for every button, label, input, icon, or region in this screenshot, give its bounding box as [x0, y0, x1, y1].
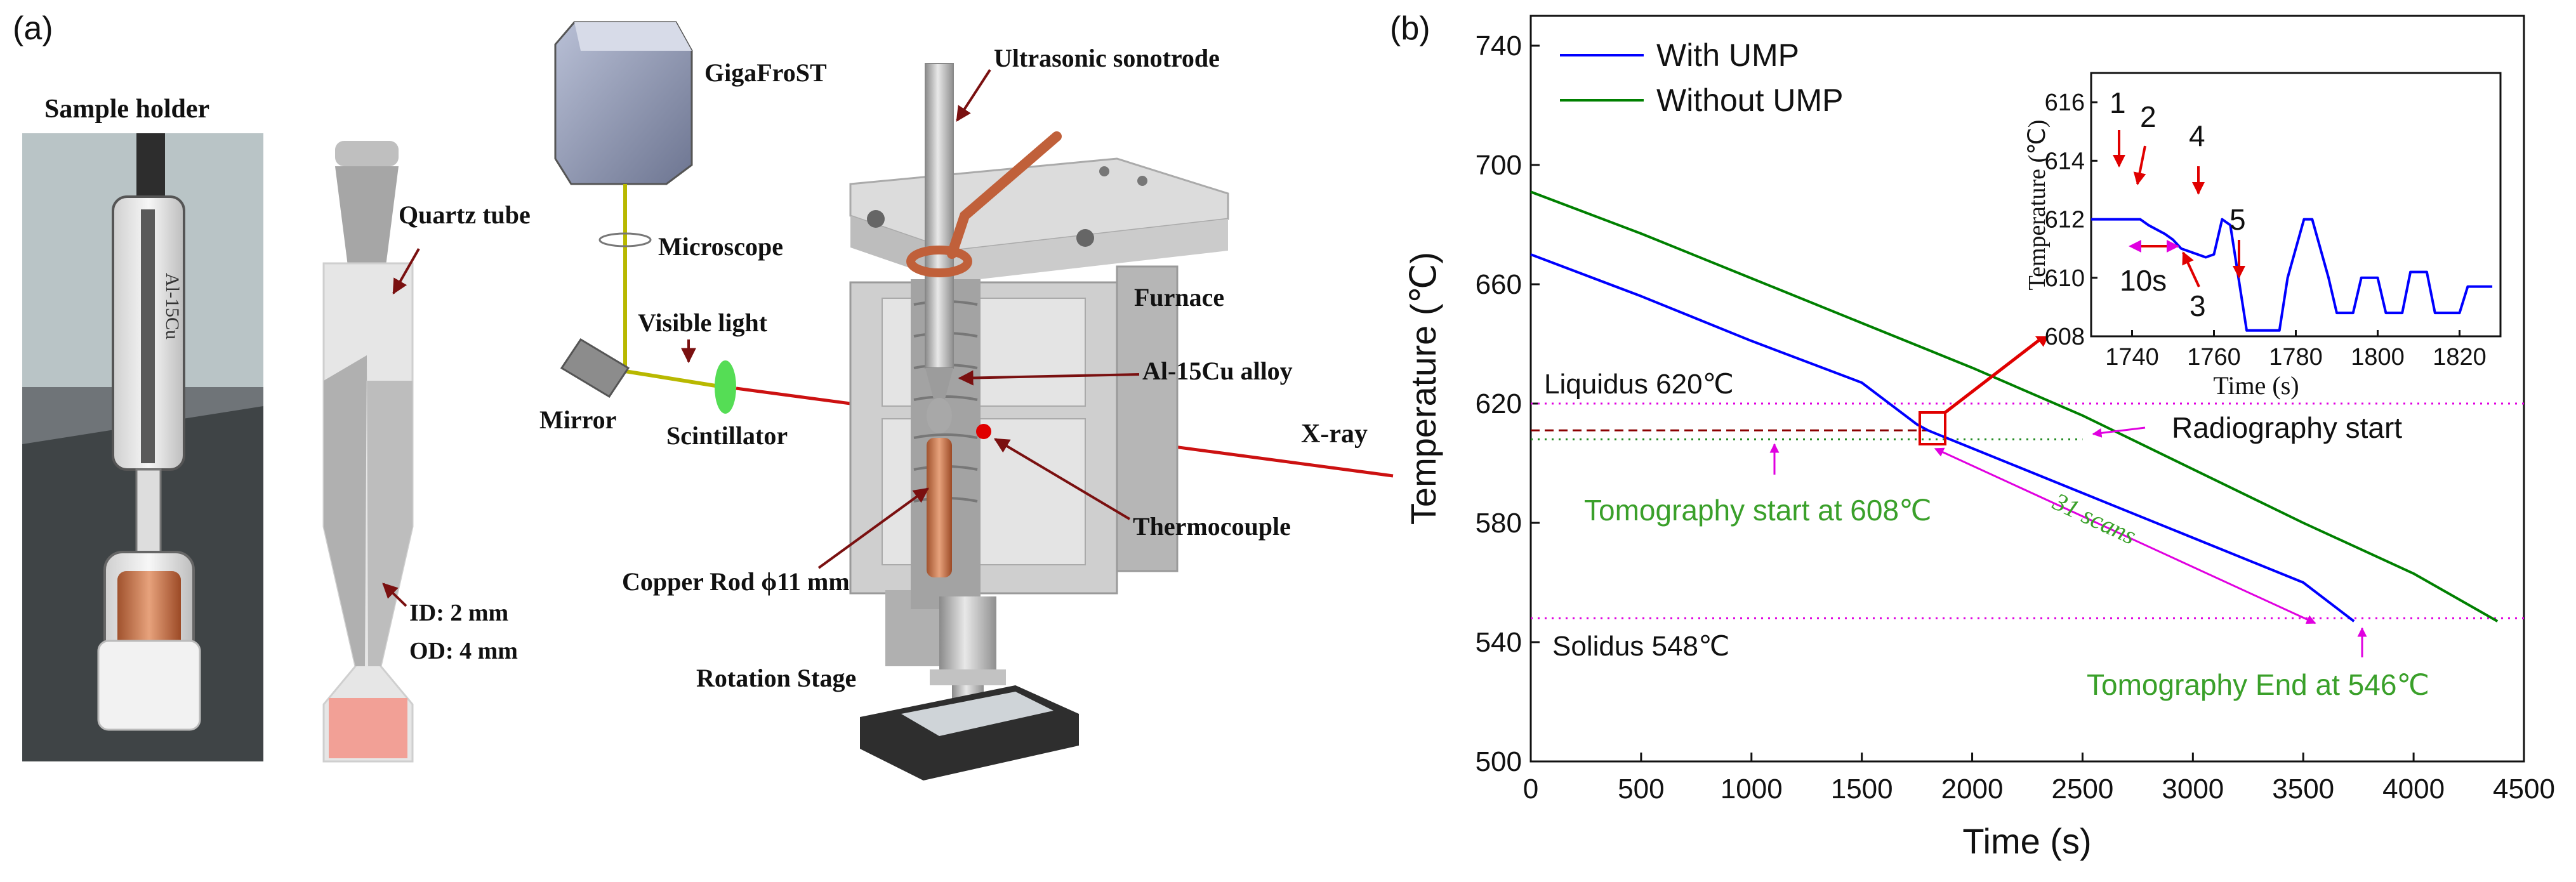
inset-chart: 1740 1760 1780 1800 1820 608 610 612 614 616 Tim…	[2024, 60, 2502, 400]
radiography-start-label: Radiography start	[2172, 411, 2402, 444]
panel-b-label: (b)	[1390, 10, 1430, 47]
zoom-highlight-arrow	[1944, 331, 2051, 414]
quartz-tube-schematic	[322, 141, 414, 763]
tomography-end-label: Tomography End at 546℃	[2087, 668, 2429, 701]
furnace-label: Furnace	[1134, 283, 1224, 312]
quartz-tube-arrow	[392, 248, 420, 295]
furnace-assembly	[849, 63, 1229, 780]
main-x-tick-label: 2000	[1941, 773, 2004, 805]
panel-a-label: (a)	[13, 10, 53, 47]
inset-y-tick-label: 608	[2045, 324, 2085, 350]
camera-label: GigaFroST	[704, 58, 827, 87]
main-y-tick-label: 580	[1476, 508, 1522, 539]
inset-x-tick-label: 1780	[2269, 344, 2323, 371]
inset-y-ticks: 608 610 612 614 616	[2045, 89, 2097, 350]
main-x-tick-label: 2500	[2051, 773, 2113, 805]
marker-2-arrow	[2133, 145, 2146, 185]
photo-title: Sample holder	[44, 95, 209, 124]
tube-od-label: OD: 4 mm	[409, 638, 518, 664]
inset-x-tick-label: 1800	[2351, 344, 2405, 371]
main-y-tick-label: 660	[1476, 269, 1522, 300]
main-x-tick-label: 1500	[1831, 773, 1893, 805]
inset-x-tick-label: 1740	[2105, 344, 2159, 371]
inset-series	[2091, 218, 2493, 332]
thermocouple-arrow	[993, 438, 1131, 520]
main-x-tick-label: 4500	[2493, 773, 2555, 805]
photo-tube-text: Al-15Cu	[162, 273, 183, 339]
scans-span-arrow	[1934, 447, 2316, 624]
inset-y-tick-label: 614	[2045, 148, 2085, 174]
solidus-label: Solidus 548℃	[1552, 631, 1729, 662]
inset-series-line	[2091, 218, 2493, 332]
marker-5-label: 5	[2229, 203, 2246, 236]
camera-icon	[554, 21, 693, 185]
tube-id-arrow	[382, 583, 407, 607]
sample-holder-photo: Al-15Cu	[22, 133, 263, 761]
legend-label-without-ump: Without UMP	[1656, 82, 1844, 118]
main-x-axis-label: Time (s)	[1962, 821, 2091, 861]
inset-y-tick-label: 610	[2045, 265, 2085, 292]
sonotrode-arrow	[956, 69, 991, 122]
main-y-tick-label: 620	[1476, 388, 1522, 419]
marker-3-arrow	[2182, 251, 2200, 287]
microscope-lens	[598, 232, 652, 247]
alloy-arrow	[958, 370, 1140, 386]
marker-2-label: 2	[2140, 100, 2157, 133]
copper-rod-label: Copper Rod ϕ11 mm	[622, 567, 850, 596]
main-y-tick-label: 540	[1476, 627, 1522, 658]
scintillator-label: Scintillator	[666, 421, 788, 450]
marker-3-label: 3	[2190, 289, 2206, 322]
main-x-ticks: 0 500 1000 1500 2000 2500 3000 3500 4000 4500	[1523, 753, 2555, 805]
inset-y-tick-label: 612	[2045, 207, 2085, 234]
main-x-tick-label: 3500	[2272, 773, 2334, 805]
alloy-label: Al-15Cu alloy	[1142, 357, 1293, 385]
interval-label: 10s	[2120, 264, 2167, 297]
scans-label: 31 scans	[2048, 487, 2141, 550]
marker-1-label: 1	[2110, 86, 2126, 119]
main-y-axis-label: Temperature (℃)	[1403, 252, 1443, 525]
microscope-label: Microscope	[658, 232, 783, 261]
marker-4-label: 4	[2189, 119, 2205, 152]
tube-id-label: ID: 2 mm	[409, 600, 508, 626]
main-y-tick-label: 700	[1476, 150, 1522, 181]
main-x-tick-label: 4000	[2382, 773, 2445, 805]
quartz-tube-label: Quartz tube	[399, 201, 531, 229]
main-x-tick-label: 0	[1523, 773, 1538, 805]
legend-label-with-ump: With UMP	[1656, 37, 1799, 73]
liquidus-label: Liquidus 620℃	[1544, 369, 1734, 400]
main-y-tick-label: 740	[1476, 30, 1522, 62]
scintillator-icon	[715, 360, 736, 414]
light-path-horizontal	[624, 369, 724, 389]
inset-background	[2034, 60, 2500, 336]
main-x-tick-label: 3000	[2162, 773, 2224, 805]
inset-y-tick-label: 616	[2045, 89, 2085, 116]
inset-x-tick-label: 1820	[2433, 344, 2487, 371]
sonotrode-label: Ultrasonic sonotrode	[994, 44, 1220, 72]
main-x-tick-label: 500	[1618, 773, 1664, 805]
mirror-icon	[560, 338, 630, 398]
inset-y-axis-label: Temperature (℃)	[2024, 120, 2051, 291]
visible-light-label: Visible light	[638, 308, 768, 337]
xray-label: X-ray	[1301, 419, 1368, 449]
main-x-tick-label: 1000	[1721, 773, 1783, 805]
main-y-tick-label: 500	[1476, 746, 1522, 777]
rotation-stage-label: Rotation Stage	[696, 664, 856, 692]
inset-x-ticks: 1740 1760 1780 1800 1820	[2105, 330, 2487, 371]
tomography-start-label: Tomography start at 608℃	[1584, 494, 1932, 527]
zoom-highlight-box	[1919, 411, 1946, 445]
mirror-label: Mirror	[539, 405, 616, 434]
inset-x-axis-label: Time (s)	[2213, 371, 2299, 400]
radiography-start-arrow	[2092, 426, 2146, 438]
main-plot-frame	[1529, 15, 2525, 763]
series-line-without-ump	[1530, 190, 2499, 622]
copper-rod-arrow	[817, 487, 929, 569]
inset-x-tick-label: 1760	[2187, 344, 2241, 371]
thermocouple-label: Thermocouple	[1133, 512, 1291, 541]
